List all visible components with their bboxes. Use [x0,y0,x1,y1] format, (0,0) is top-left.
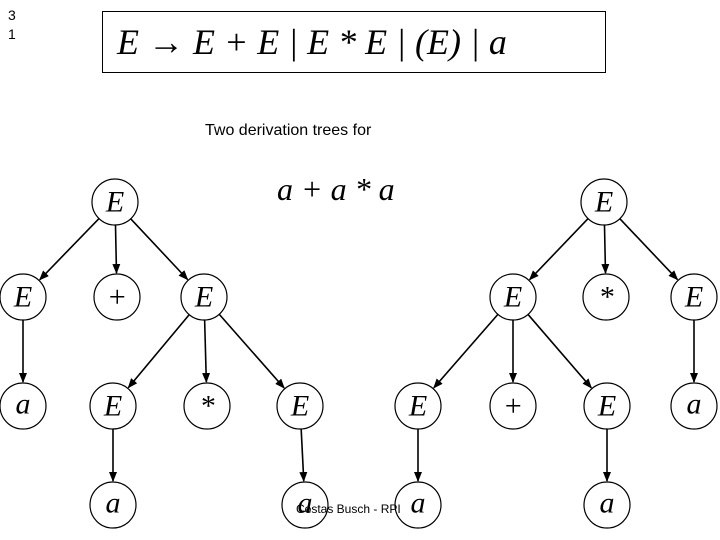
left-tree-edge-L4-L8 [218,313,285,389]
slide-number-digit-2: 1 [8,26,16,42]
right-tree-edge-R2-R5 [433,313,499,389]
left-tree-node-label: + [107,281,127,314]
left-tree-node-label: E [194,281,213,314]
right-tree-node-label: a [687,388,702,421]
left-tree-node-label: a [106,487,121,520]
right-tree-node-R3: * [582,273,630,321]
footer: Costas Busch - RPI [296,502,401,516]
left-tree-edge-L4-L7 [202,319,211,384]
right-tree-edge-R1-R2 [528,218,589,281]
right-tree-node-label: a [411,487,426,520]
left-tree-node-L3: + [93,273,141,321]
left-tree-node-L7: * [183,382,231,430]
right-tree-edge-R2-R7 [527,313,592,389]
left-tree-node-label: E [290,390,309,423]
left-tree-node-label: E [105,186,124,219]
right-tree-node-circle [582,273,630,321]
left-tree-node-circle [183,382,231,430]
left-tree-node-circle [180,273,228,321]
right-tree-node-label: E [408,390,427,423]
right-tree-node-circle [583,382,631,430]
slide-number: 3 1 [8,6,16,44]
right-tree-node-R8: a [670,382,718,430]
right-tree-node-label: * [599,281,614,314]
left-tree-node-L1: E [91,178,139,226]
right-tree-node-circle [489,382,537,430]
right-tree-node-R10: a [583,481,631,529]
right-tree-node-circle [394,382,442,430]
left-tree-edge-L1-L3 [112,224,121,275]
right-tree-node-circle [583,481,631,529]
right-tree-node-label: E [597,390,616,423]
caption: Two derivation trees for [205,122,372,139]
left-tree-edge-L1-L2 [39,217,100,281]
left-tree-edge-L8-L10 [299,428,308,483]
left-tree-node-label: a [298,487,313,520]
right-tree-edge-R1-R3 [601,224,610,275]
left-tree-node-L9: a [89,481,137,529]
left-tree-node-L2: E [0,273,47,321]
left-tree-node-L6: E [89,382,137,430]
right-tree-node-circle [394,481,442,529]
left-tree-node-circle [281,481,329,529]
left-tree-node-circle [0,382,47,430]
left-tree-node-label: E [13,281,32,314]
left-tree-node-circle [91,178,139,226]
right-tree-node-R5: E [394,382,442,430]
left-tree-node-circle [93,273,141,321]
left-tree-node-label: E [103,390,122,423]
right-tree-node-circle [670,382,718,430]
left-tree-node-circle [276,382,324,430]
edges-layer [19,217,698,483]
right-tree-node-circle [580,178,628,226]
right-tree-node-R7: E [583,382,631,430]
left-tree-node-circle [89,382,137,430]
grammar-box: E → E + E | E * E | (E) | a [102,11,606,73]
right-tree-node-label: a [600,487,615,520]
left-tree-node-L10: a [281,481,329,529]
right-tree-node-label: + [503,390,523,423]
left-tree-node-label: * [200,390,215,423]
left-tree-node-L5: a [0,382,47,430]
left-tree-edge-L4-L6 [127,314,190,389]
left-tree-node-L8: E [276,382,324,430]
right-tree-node-circle [489,273,537,321]
right-tree-node-label: E [594,186,613,219]
right-tree-edge-R1-R4 [619,218,679,281]
right-tree-node-R2: E [489,273,537,321]
left-tree-edge-L1-L4 [130,218,189,281]
left-tree-node-L4: E [180,273,228,321]
right-tree-node-label: E [503,281,522,314]
right-tree-node-R1: E [580,178,628,226]
left-tree-node-label: a [16,388,31,421]
left-tree-node-circle [89,481,137,529]
slide-number-digit-1: 3 [8,7,16,23]
grammar-rules: E → E + E | E * E | (E) | a [117,22,507,62]
right-tree-node-R6: + [489,382,537,430]
right-tree-node-R9: a [394,481,442,529]
right-tree-node-R4: E [670,273,718,321]
left-tree-node-circle [0,273,47,321]
expression: a + a * a [277,171,395,207]
right-tree-node-label: E [684,281,703,314]
right-tree-node-circle [670,273,718,321]
